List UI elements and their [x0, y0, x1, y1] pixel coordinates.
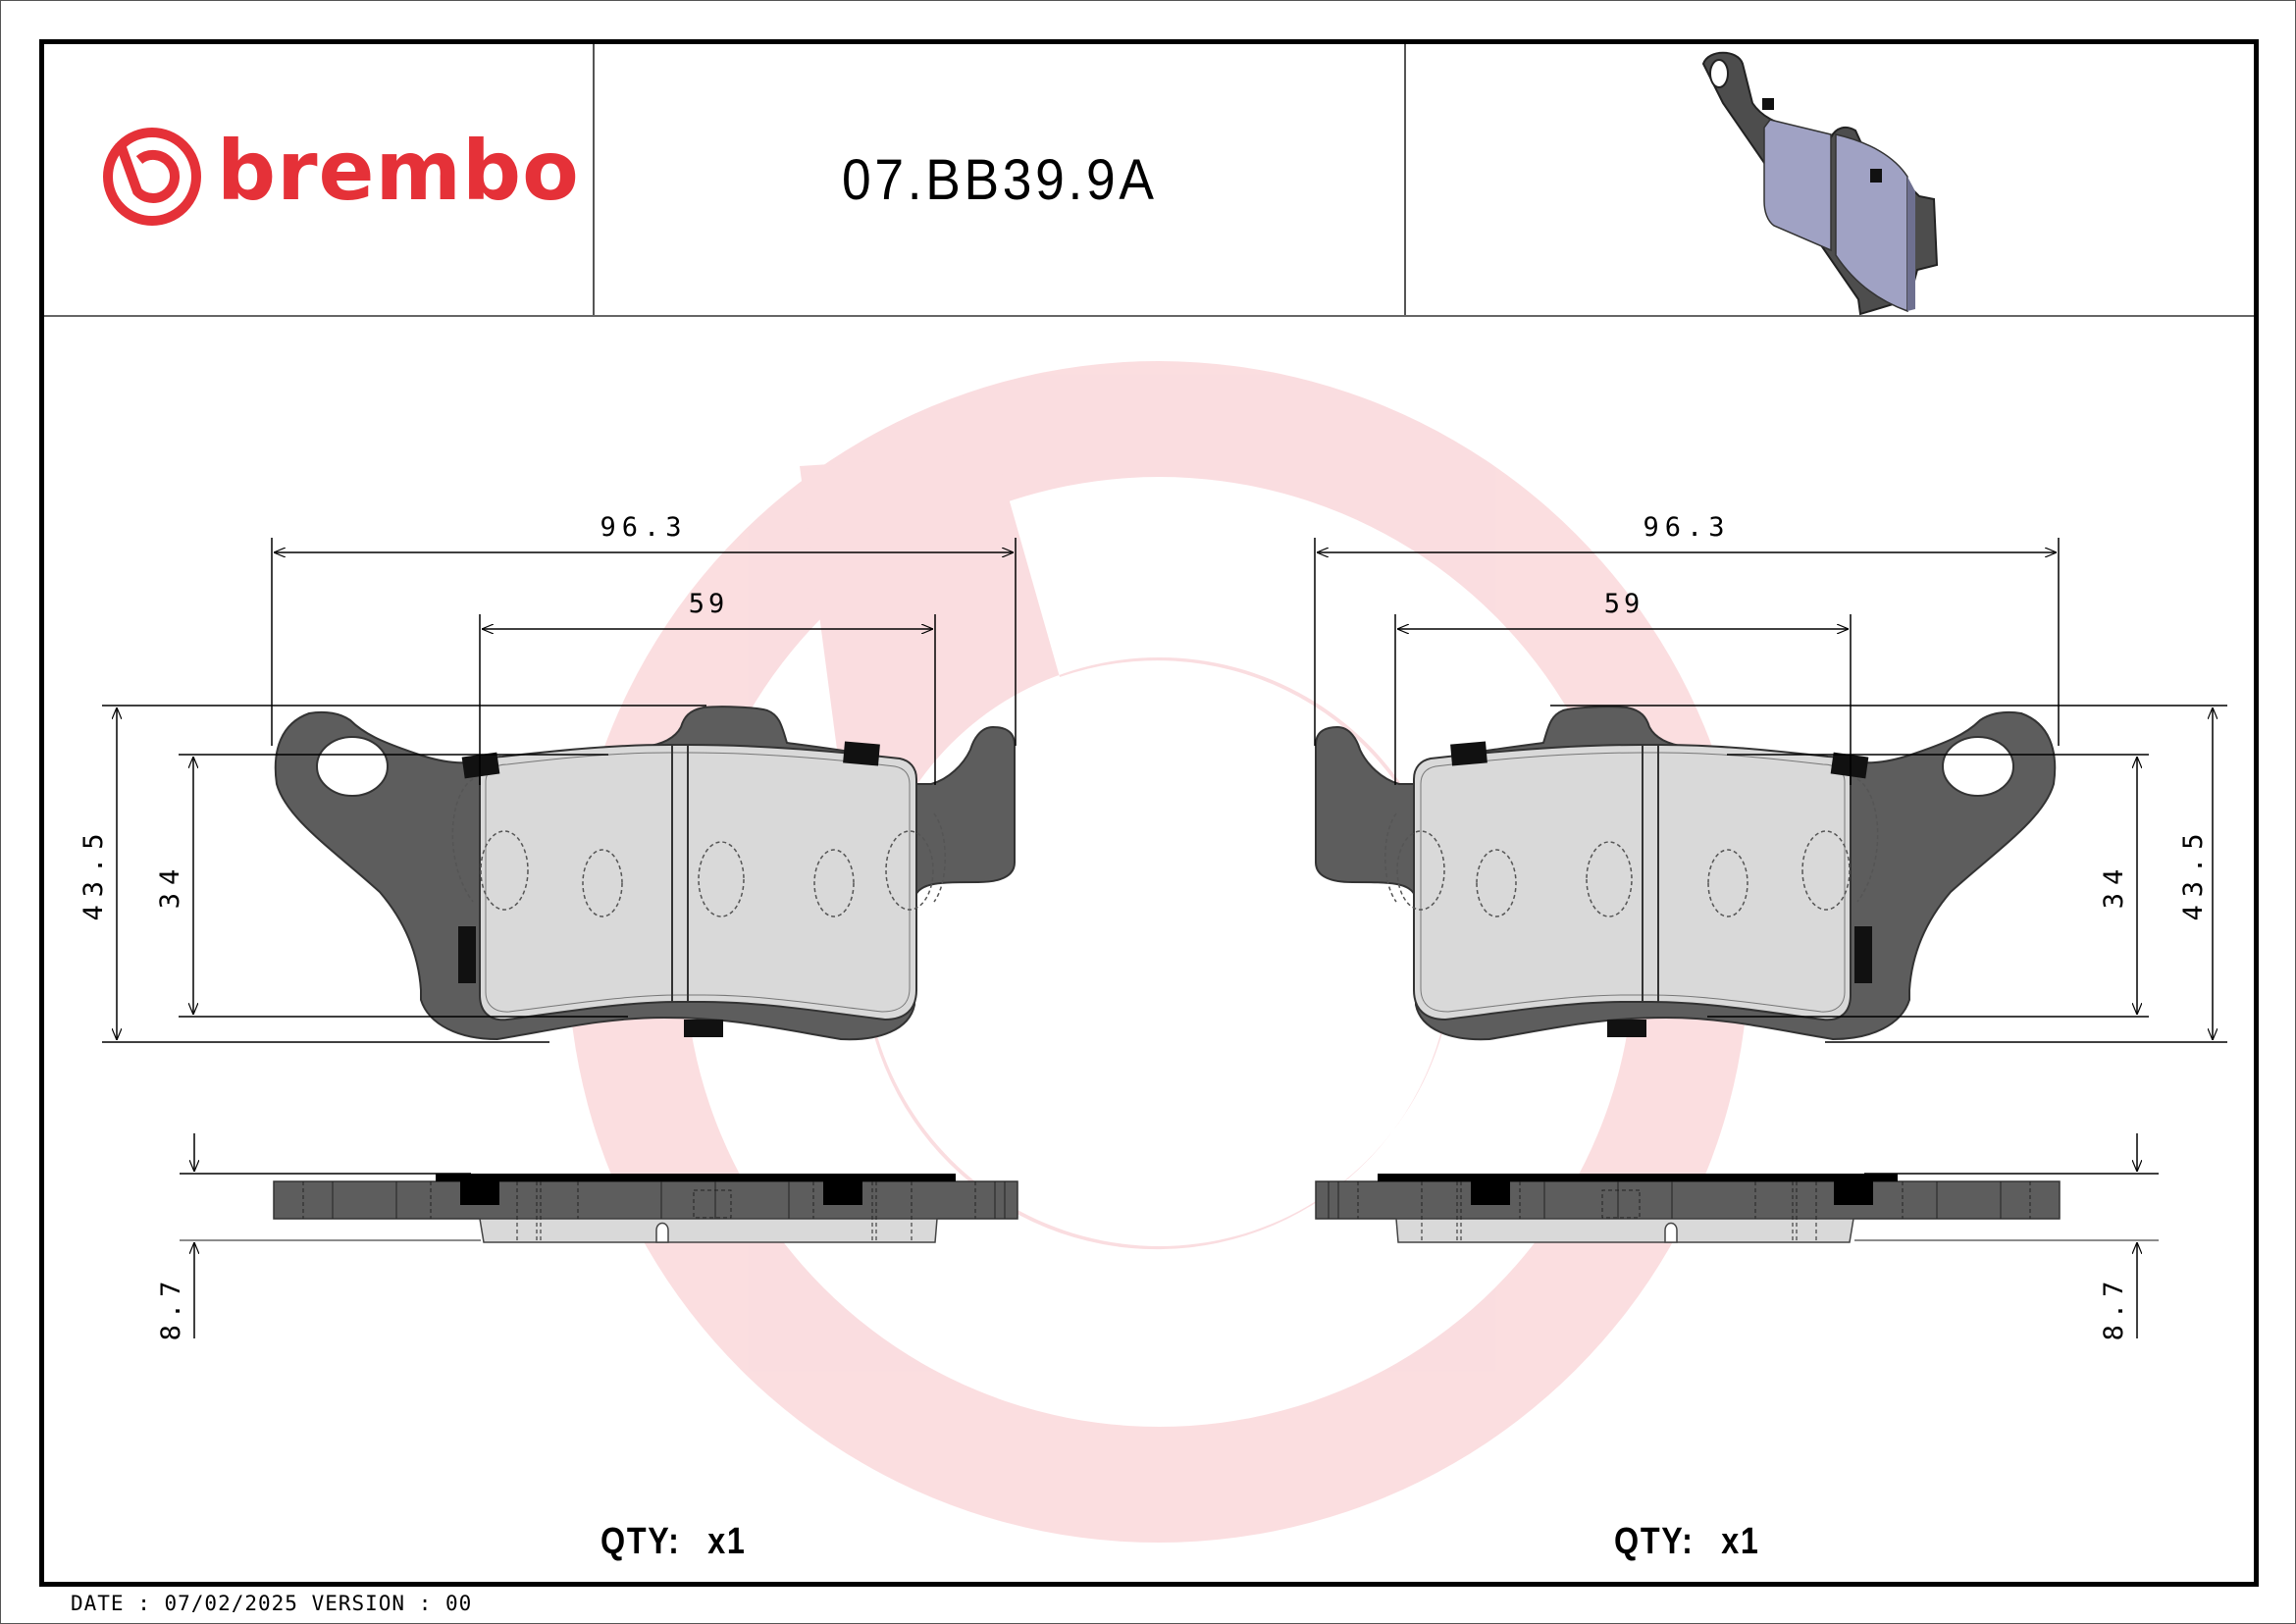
left-qty-label: QTY: [600, 1521, 681, 1562]
footer-date-version: DATE : 07/02/2025 VERSION : 00 [71, 1592, 473, 1615]
brand-name: brembo [217, 123, 580, 219]
left-dimensions [102, 538, 1017, 1043]
right-dim-thickness: 8.7 [2099, 1276, 2129, 1341]
right-qty: QTY: x1 [1614, 1521, 1760, 1563]
right-dim-friction-height: 34 [2099, 862, 2129, 910]
brake-pad-3d-render-icon [1701, 51, 1939, 316]
left-dim-friction-width: 59 [689, 589, 729, 619]
right-dim-overall-height: 43.5 [2178, 825, 2209, 920]
right-qty-value: x1 [1721, 1521, 1760, 1562]
left-dim-overall-width: 96.3 [600, 512, 687, 543]
right-thickness-dimension [1854, 1133, 2159, 1338]
drawing-frame [39, 39, 2259, 1587]
left-dim-overall-height: 43.5 [78, 825, 109, 920]
left-qty-value: x1 [707, 1521, 747, 1562]
left-qty: QTY: x1 [600, 1521, 747, 1563]
brembo-logo-icon [103, 128, 201, 226]
thumbnail-cell [1406, 44, 2254, 316]
left-dim-thickness: 8.7 [156, 1276, 186, 1341]
right-dimensions [1314, 538, 2227, 1043]
left-dim-friction-height: 34 [155, 862, 185, 910]
left-thickness-dimension [180, 1133, 481, 1338]
right-dim-overall-width: 96.3 [1643, 512, 1730, 543]
brand-cell: brembo [44, 44, 595, 315]
part-number: 07.BB39.9A [841, 147, 1158, 212]
right-qty-label: QTY: [1614, 1521, 1695, 1562]
part-number-cell: 07.BB39.9A [595, 44, 1406, 315]
brembo-watermark-icon [567, 361, 1749, 1543]
title-block: brembo 07.BB39.9A [44, 44, 2254, 317]
right-dim-friction-width: 59 [1604, 589, 1644, 619]
